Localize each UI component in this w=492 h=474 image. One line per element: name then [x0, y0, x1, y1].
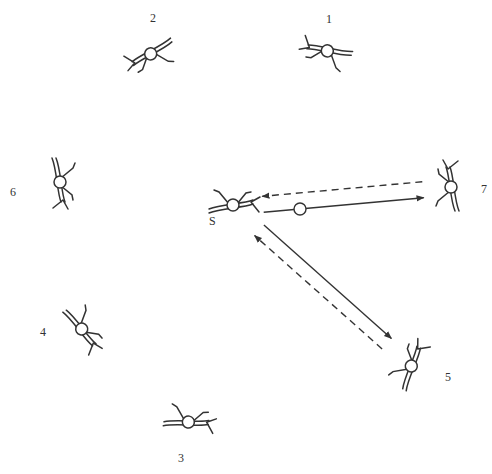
player-figure: 1	[300, 27, 356, 71]
player-figure: 7	[425, 165, 481, 209]
player-figure: 3	[160, 402, 216, 446]
player-number: 3	[178, 452, 184, 464]
player-number: S	[209, 215, 216, 227]
swimmer-figure	[425, 165, 481, 209]
pass-arrow	[264, 198, 424, 213]
swimmer-figure	[52, 308, 108, 352]
player-figure: 5	[385, 345, 441, 389]
return-pass-arrow	[255, 236, 383, 349]
ball	[294, 203, 306, 215]
player-figure: 4	[52, 308, 108, 352]
player-figure: S	[205, 185, 261, 229]
player-number: 1	[326, 13, 332, 25]
player-figure: 6	[30, 160, 86, 204]
player-number: 2	[150, 12, 156, 24]
swimmer-figure	[30, 160, 86, 204]
swimmer-figure	[300, 27, 356, 71]
player-figure: 2	[122, 30, 178, 74]
player-number: 4	[40, 326, 46, 338]
player-number: 6	[10, 186, 16, 198]
player-number: 7	[481, 183, 487, 195]
swimmer-figure	[160, 402, 216, 446]
player-number: 5	[445, 371, 451, 383]
pass-arrow	[264, 225, 392, 338]
swimmer-figure	[122, 30, 178, 74]
swimmer-figure	[385, 345, 441, 389]
return-pass-arrow	[262, 182, 422, 197]
